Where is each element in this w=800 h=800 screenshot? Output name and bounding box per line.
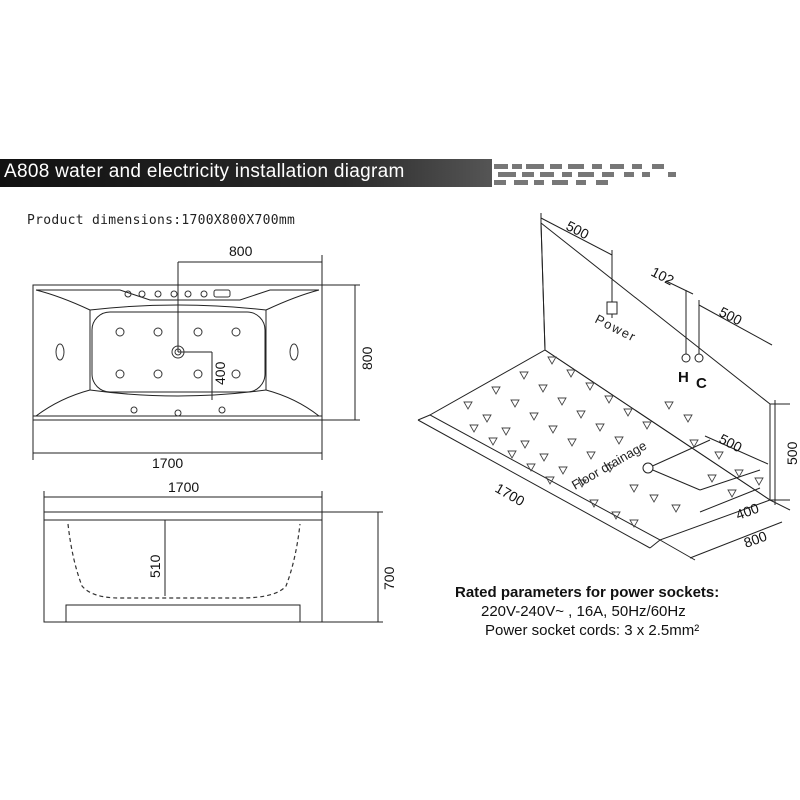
hot-pipe	[681, 353, 691, 363]
dim-length: 1700	[493, 480, 528, 510]
dim-back-right: 500	[717, 303, 745, 328]
side-length-label: 1700	[168, 479, 199, 495]
power-socket	[606, 301, 618, 315]
rated-line-3: Power socket cords: 3 x 2.5mm²	[485, 622, 700, 639]
power-label: Power	[593, 311, 639, 345]
tub-inner-rim	[35, 289, 320, 417]
top-width-label: 1700	[152, 455, 183, 471]
diagram-title: A808 water and electricity installation …	[4, 161, 405, 182]
side-inner-depth-label: 510	[147, 554, 163, 578]
tub-skirt-base	[65, 604, 301, 623]
side-height-label: 700	[381, 566, 397, 590]
product-dimensions: Product dimensions:1700X800X700mm	[27, 213, 296, 228]
floor-drain-label: Floor drainage	[569, 438, 649, 493]
title-bar	[0, 159, 492, 187]
dim-drain-depth: 400	[734, 500, 762, 523]
cold-label: C	[696, 375, 707, 392]
rated-line-1: Rated parameters for power sockets:	[455, 584, 720, 601]
floor-tiles	[463, 356, 764, 528]
title-decoration	[494, 164, 676, 185]
cold-pipe	[694, 353, 704, 363]
floor-drain	[642, 462, 654, 474]
top-drain-offset-label: 800	[229, 243, 253, 259]
dim-back-left: 500	[564, 217, 592, 242]
dim-wall-height: 500	[784, 441, 800, 465]
dim-width: 800	[742, 528, 770, 551]
hot-label: H	[678, 369, 689, 386]
tub-inner-profile	[67, 523, 301, 599]
rated-parameters: Rated parameters for power sockets: 220V…	[455, 583, 719, 640]
top-drain-depth-label: 400	[212, 361, 228, 385]
top-depth-label: 800	[359, 346, 375, 370]
rated-line-2: 220V-240V~ , 16A, 50Hz/60Hz	[481, 603, 686, 620]
